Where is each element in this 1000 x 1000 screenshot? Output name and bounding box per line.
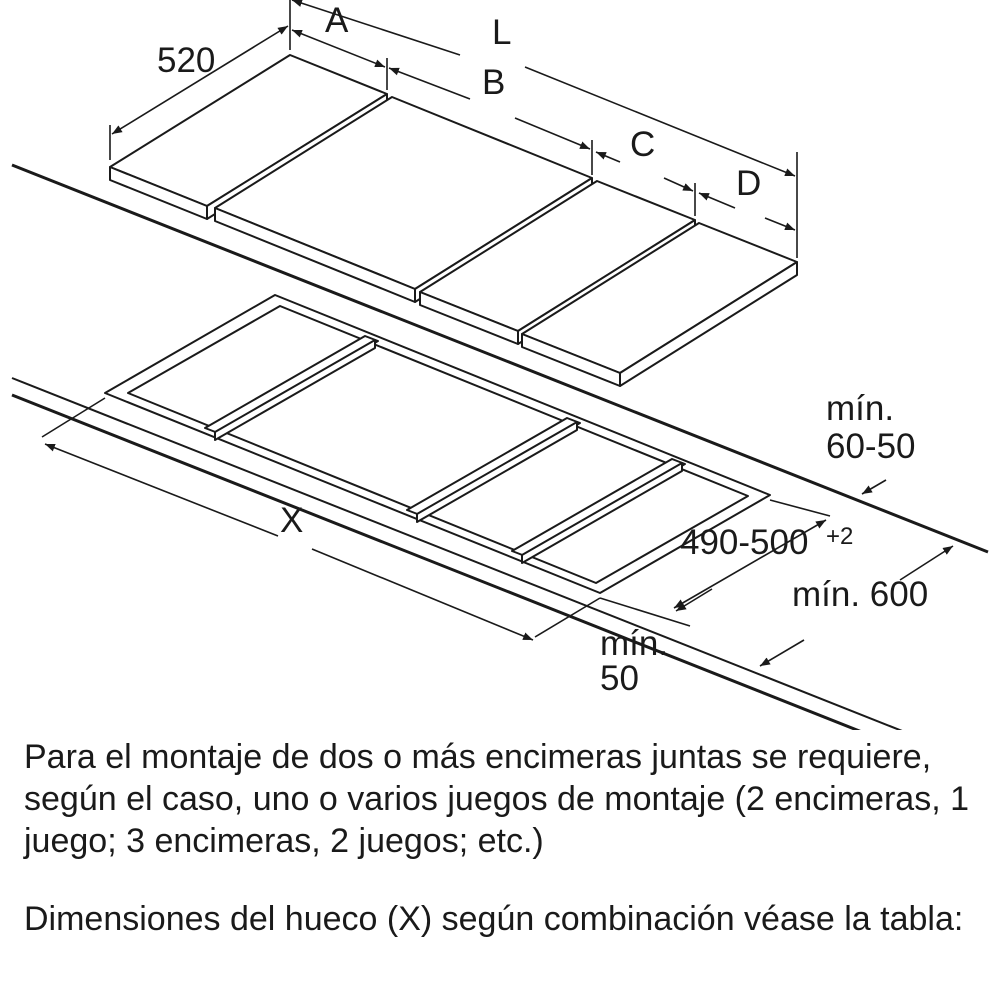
dimension-cutout-depth xyxy=(673,519,827,609)
label-a: A xyxy=(325,1,349,40)
installation-notes: Para el montaje de dos o más encimeras j… xyxy=(24,736,984,940)
dimension-labels: 520 A L B C D X mín. 60-50 490-500 +2 mí… xyxy=(157,1,928,698)
cutout-outer-frame xyxy=(104,294,771,594)
countertop-edges xyxy=(11,163,989,730)
hob-installation-diagram: 520 A L B C D X mín. 60-50 490-500 +2 mí… xyxy=(11,0,989,730)
dimension-lines xyxy=(41,0,954,667)
hob-panel-d xyxy=(521,222,798,387)
dimension-c-part1 xyxy=(595,151,621,163)
dimension-d-part2 xyxy=(764,217,796,231)
label-l: L xyxy=(492,13,511,52)
label-min-50-line2: 50 xyxy=(600,659,639,698)
label-min-6050-line2: 60-50 xyxy=(826,427,916,466)
countertop-back-edge xyxy=(11,163,989,554)
dimension-b-part2 xyxy=(514,117,591,150)
dimension-520 xyxy=(111,25,289,135)
countertop-front-edge-top xyxy=(11,377,903,730)
label-min-6050-line1: mín. xyxy=(826,389,894,428)
dimension-l-part2 xyxy=(524,66,796,177)
label-cutout-depth: 490-500 xyxy=(680,523,808,562)
label-b: B xyxy=(482,63,505,102)
cutout-support-bars xyxy=(204,335,686,564)
dimension-x-part2 xyxy=(311,548,534,641)
dimension-x-part1 xyxy=(44,443,279,537)
dimension-a xyxy=(291,29,386,68)
countertop-cutout xyxy=(104,294,771,594)
hob-panels xyxy=(109,54,798,387)
dimension-l-part1 xyxy=(291,0,461,56)
label-x: X xyxy=(280,501,303,540)
label-c: C xyxy=(630,125,655,164)
mounting-kit-note: Para el montaje de dos o más encimeras j… xyxy=(24,738,969,860)
label-d: D xyxy=(736,164,761,203)
dimension-min-600-arrow xyxy=(899,545,954,581)
countertop-front-edge-bottom xyxy=(11,393,861,730)
dimension-min-600 xyxy=(759,639,805,667)
dimension-d-part1 xyxy=(698,192,736,209)
dimension-c-part2 xyxy=(663,177,694,192)
label-cutout-tolerance: +2 xyxy=(826,523,853,550)
label-min-600: mín. 600 xyxy=(792,575,928,614)
label-520: 520 xyxy=(157,41,215,80)
cutout-inner-frame xyxy=(127,305,749,584)
dimension-b-part1 xyxy=(388,67,471,100)
label-min-50-line1: mín. xyxy=(600,624,668,663)
dimension-min-50 xyxy=(675,588,713,612)
cutout-dimensions-note: Dimensiones del hueco (X) según combinac… xyxy=(24,900,964,938)
dimension-min-6050 xyxy=(861,479,887,495)
